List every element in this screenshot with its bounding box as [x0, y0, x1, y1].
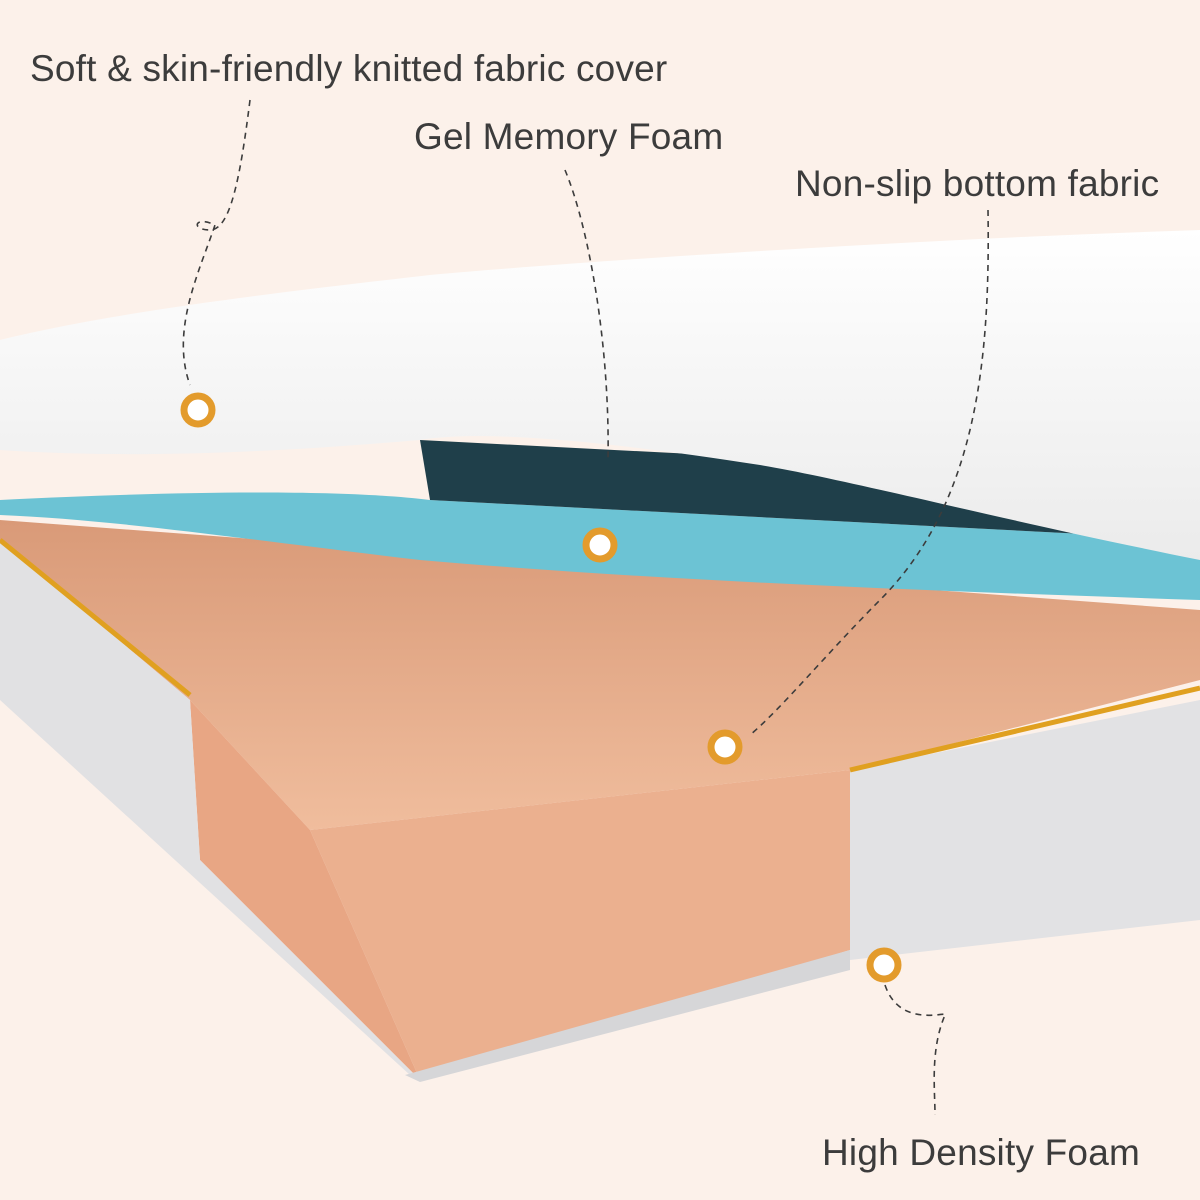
marker-bottom — [707, 729, 743, 765]
label-gel: Gel Memory Foam — [414, 116, 724, 157]
high-density-foam-block — [310, 770, 850, 1080]
label-density: High Density Foam — [822, 1132, 1141, 1173]
callout-lines — [182, 99, 989, 1116]
high-density-foam-side — [190, 700, 420, 1080]
marker-cover — [180, 392, 216, 428]
right-side-fabric — [850, 700, 1200, 960]
high-density-foam-top — [0, 520, 1200, 830]
bottom-fabric-edge — [405, 950, 850, 1082]
marker-density — [866, 947, 902, 983]
callout-markers — [180, 392, 902, 983]
right-zipper — [849, 685, 1200, 773]
left-side-fabric — [0, 540, 420, 1080]
knitted-cover — [0, 230, 1200, 560]
left-zipper — [0, 538, 192, 697]
label-bottom: Non-slip bottom fabric — [795, 163, 1160, 204]
label-cover: Soft & skin-friendly knitted fabric cove… — [30, 48, 668, 89]
marker-gel — [582, 527, 618, 563]
